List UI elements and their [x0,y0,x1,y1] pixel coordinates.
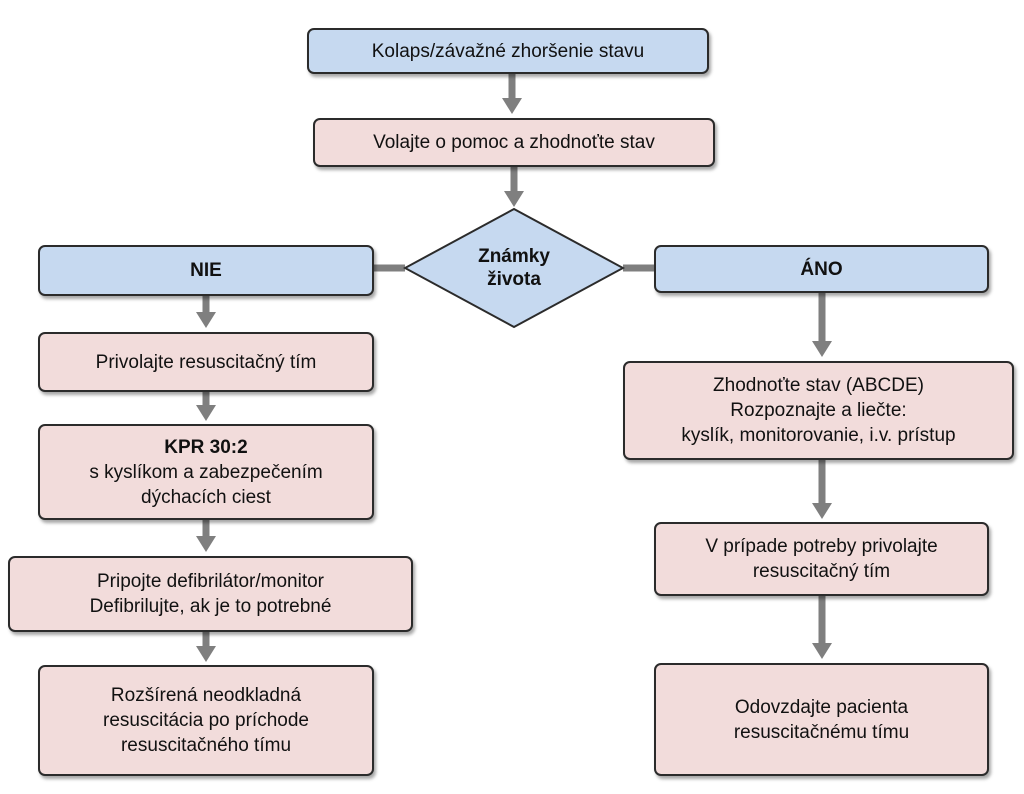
node-handover-line-2: resuscitačnému tímu [733,721,910,743]
node-als-line-2: resuscitácia po príchode [103,710,309,731]
arrow-yes-to-abcde [812,293,832,357]
node-no: NIE [38,245,374,296]
node-handover-line-1: Odovzdajte pacienta [734,696,909,718]
node-defib: Pripojte defibrilátor/monitor Defibriluj… [8,556,413,632]
node-als: Rozšírená neodkladná resuscitácia po prí… [38,665,374,776]
node-als-line-3: resuscitačného tímu [120,735,292,756]
node-abcde: Zhodnoťte stav (ABCDE) Rozpoznajte a lie… [623,361,1014,460]
node-yes-call-team-line-1: V prípade potreby privolajte [705,536,938,557]
node-abcde-line-2: Rozpoznajte a liečte: [730,400,907,421]
arrow-start-to-assess [502,74,522,114]
node-handover: Odovzdajte pacienta resuscitačnému tímu [654,663,989,776]
arrow-defib-to-als [196,632,216,662]
decision-diamond [403,207,625,329]
node-no-call-team-text: Privolajte resuscitačný tím [95,351,317,373]
node-als-line-1: Rozšírená neodkladná [110,685,302,706]
arrow-call-team-to-cpr [196,392,216,421]
node-yes-label: ÁNO [800,258,843,280]
decision-line-1: Známky [478,246,550,267]
node-cpr-line-2: dýchacích ciest [141,486,271,508]
node-abcde-line-1: Zhodnoťte stav (ABCDE) [713,375,924,396]
node-abcde-line-3: kyslík, monitorovanie, i.v. prístup [681,425,956,446]
arrow-call-team-to-handover [812,596,832,659]
decision-text: Známky života [403,207,625,329]
node-yes: ÁNO [654,245,989,293]
node-assess: Volajte o pomoc a zhodnoťte stav [313,118,715,167]
node-defib-line-2: Defibrilujte, ak je to potrebné [89,596,332,617]
node-yes-call-team-line-2: resuscitačný tím [752,561,891,582]
node-assess-text: Volajte o pomoc a zhodnoťte stav [373,132,655,153]
arrow-assess-to-decision [504,167,524,207]
node-cpr-title: KPR 30:2 [164,436,248,458]
node-no-label: NIE [190,260,222,281]
arrow-no-to-call-team [196,296,216,328]
arrow-cpr-to-defib [196,520,216,552]
node-start: Kolaps/závažné zhoršenie stavu [307,28,709,74]
node-defib-line-1: Pripojte defibrilátor/monitor [96,571,325,592]
node-cpr: KPR 30:2 s kyslíkom a zabezpečením dýcha… [38,424,374,520]
node-cpr-line-1: s kyslíkom a zabezpečením [89,461,323,483]
node-start-text: Kolaps/závažné zhoršenie stavu [371,40,645,62]
arrow-abcde-to-call-team [812,460,832,519]
node-yes-call-team: V prípade potreby privolajte resuscitačn… [654,522,989,596]
decision-line-2: života [487,269,541,290]
node-no-call-team: Privolajte resuscitačný tím [38,332,374,392]
